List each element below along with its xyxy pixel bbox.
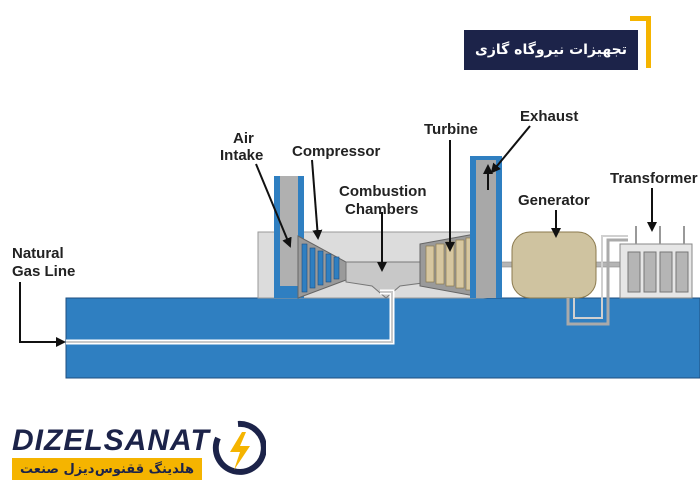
title-accent-vertical <box>646 16 651 68</box>
label-chambers: Chambers <box>345 201 418 218</box>
brand-persian-main: هلدینگ ققنوس <box>94 461 194 477</box>
brand-logo-subtitle: هلدینگ ققنوس دیزل صنعت <box>12 458 202 480</box>
generator <box>511 231 597 299</box>
transformer <box>619 226 693 299</box>
air-intake-arrow <box>255 163 292 248</box>
title-accent-horizontal <box>630 16 651 21</box>
label-turbine: Turbine <box>424 121 478 138</box>
compressor-arrow <box>311 159 323 240</box>
label-exhaust: Exhaust <box>520 108 578 125</box>
label-natural: Natural <box>12 245 64 262</box>
brand-logo-icon <box>212 420 266 475</box>
label-air: Air <box>233 130 254 147</box>
brand-persian-sub: دیزل صنعت <box>20 461 95 477</box>
gas-line-pipe-core <box>66 291 393 343</box>
label-combustion: Combustion <box>339 183 427 200</box>
label-gas-line: Gas Line <box>12 263 75 280</box>
exhaust-label-arrow <box>490 125 531 174</box>
exhaust-inner <box>476 160 496 298</box>
compressor-blades <box>301 243 340 293</box>
brand-logo-text: DIZELSANAT <box>12 424 210 457</box>
foundation-base <box>65 297 700 379</box>
generator-cable-inner <box>573 235 628 319</box>
label-generator: Generator <box>518 192 590 209</box>
page-title: تجهیزات نیروگاه گازی <box>464 30 638 70</box>
generator-cable <box>566 238 628 326</box>
label-transformer: Transformer <box>610 170 698 187</box>
gas-line-arrow <box>19 282 66 347</box>
label-compressor: Compressor <box>292 143 381 160</box>
label-intake: Intake <box>220 147 263 164</box>
air-intake-inner <box>280 176 298 286</box>
